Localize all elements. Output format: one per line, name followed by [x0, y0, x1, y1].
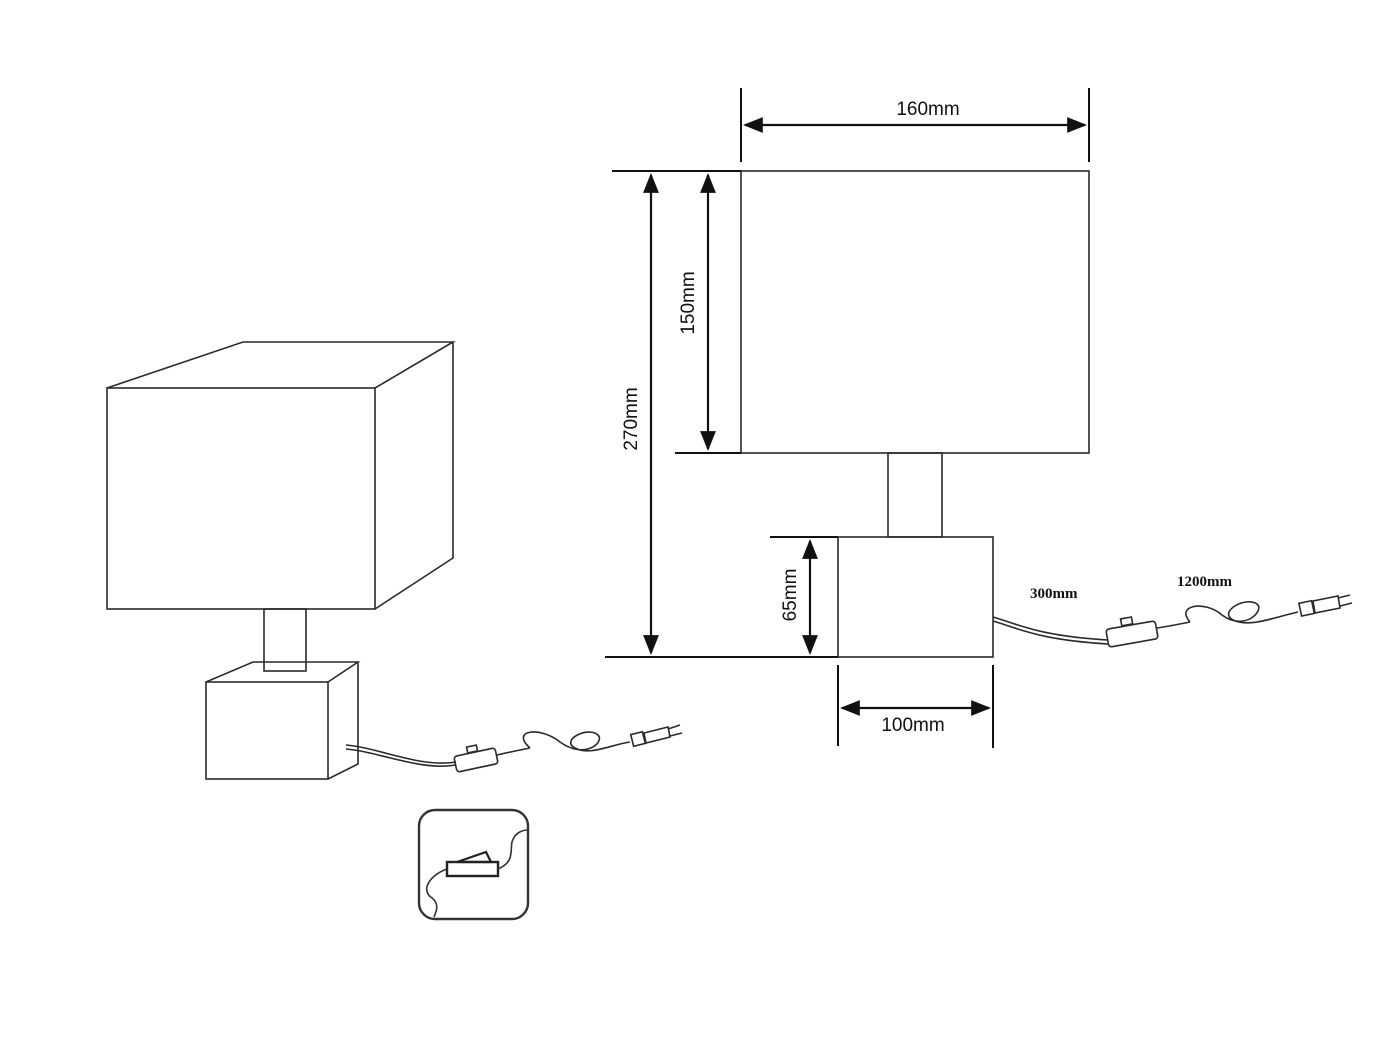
switch-badge-icon: [417, 808, 530, 921]
dimension-lines: [605, 88, 1090, 748]
shade-height-label: 150mm: [678, 271, 699, 334]
inline-switch-icon: [453, 744, 499, 773]
total-height-label: 270mm: [621, 387, 642, 450]
cable-plug-length-label: 1200mm: [1177, 574, 1232, 590]
cable-switch-length-label: 300mm: [1030, 586, 1078, 602]
base-width-label: 100mm: [881, 715, 944, 736]
perspective-lamp-icon: [106, 341, 683, 780]
inline-switch-icon: [1105, 616, 1159, 648]
shade-width-label: 160mm: [896, 99, 959, 120]
plug-icon: [629, 724, 683, 748]
front-lamp-icon: [740, 170, 1353, 658]
plug-icon: [1297, 594, 1353, 618]
base-height-label: 65mm: [780, 569, 801, 622]
